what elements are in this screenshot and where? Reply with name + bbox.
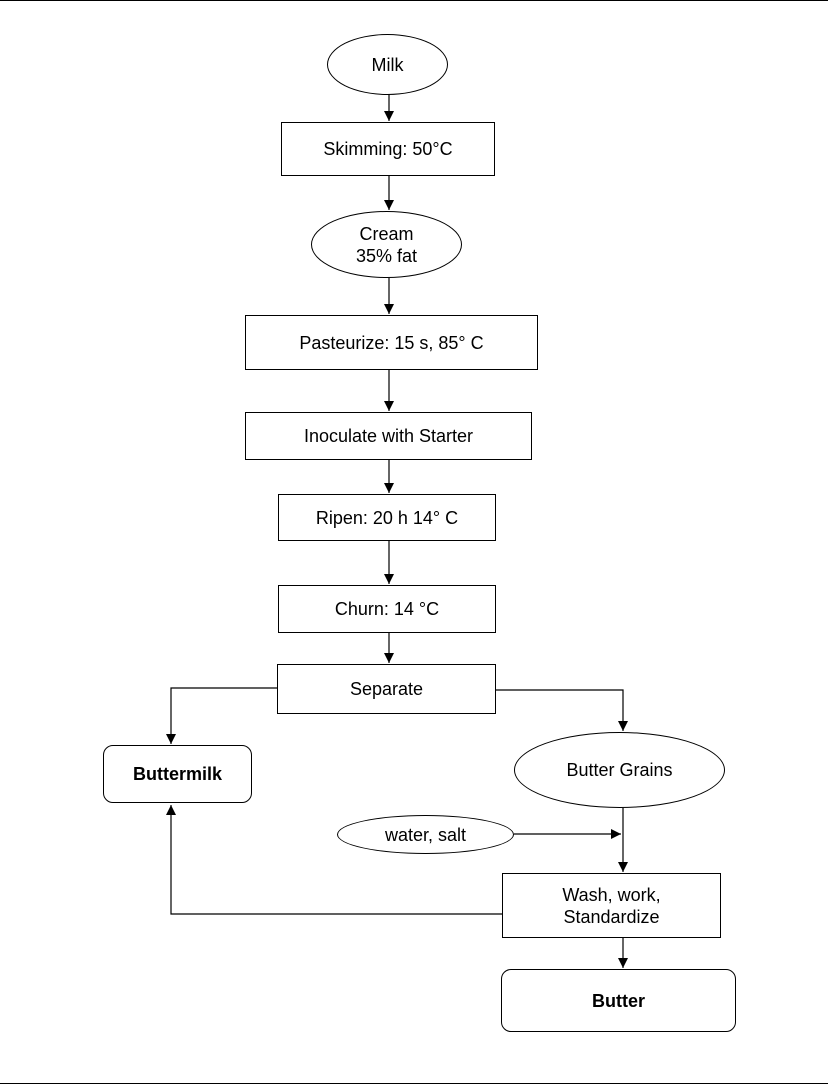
node-butter-grains: Butter Grains [514,732,725,808]
node-skimming: Skimming: 50°C [281,122,495,176]
node-butter: Butter [501,969,736,1032]
node-cream: Cream 35% fat [311,211,462,278]
node-buttermilk: Buttermilk [103,745,252,803]
node-wash-work-standardize: Wash, work, Standardize [502,873,721,938]
node-milk: Milk [327,34,448,95]
node-pasteurize: Pasteurize: 15 s, 85° C [245,315,538,370]
arrow-separate-to-buttermilk [171,688,277,744]
node-water-salt: water, salt [337,815,514,854]
node-ripen: Ripen: 20 h 14° C [278,494,496,541]
node-churn: Churn: 14 °C [278,585,496,633]
node-inoculate: Inoculate with Starter [245,412,532,460]
node-separate: Separate [277,664,496,714]
arrow-separate-to-butter-grains [496,690,623,731]
